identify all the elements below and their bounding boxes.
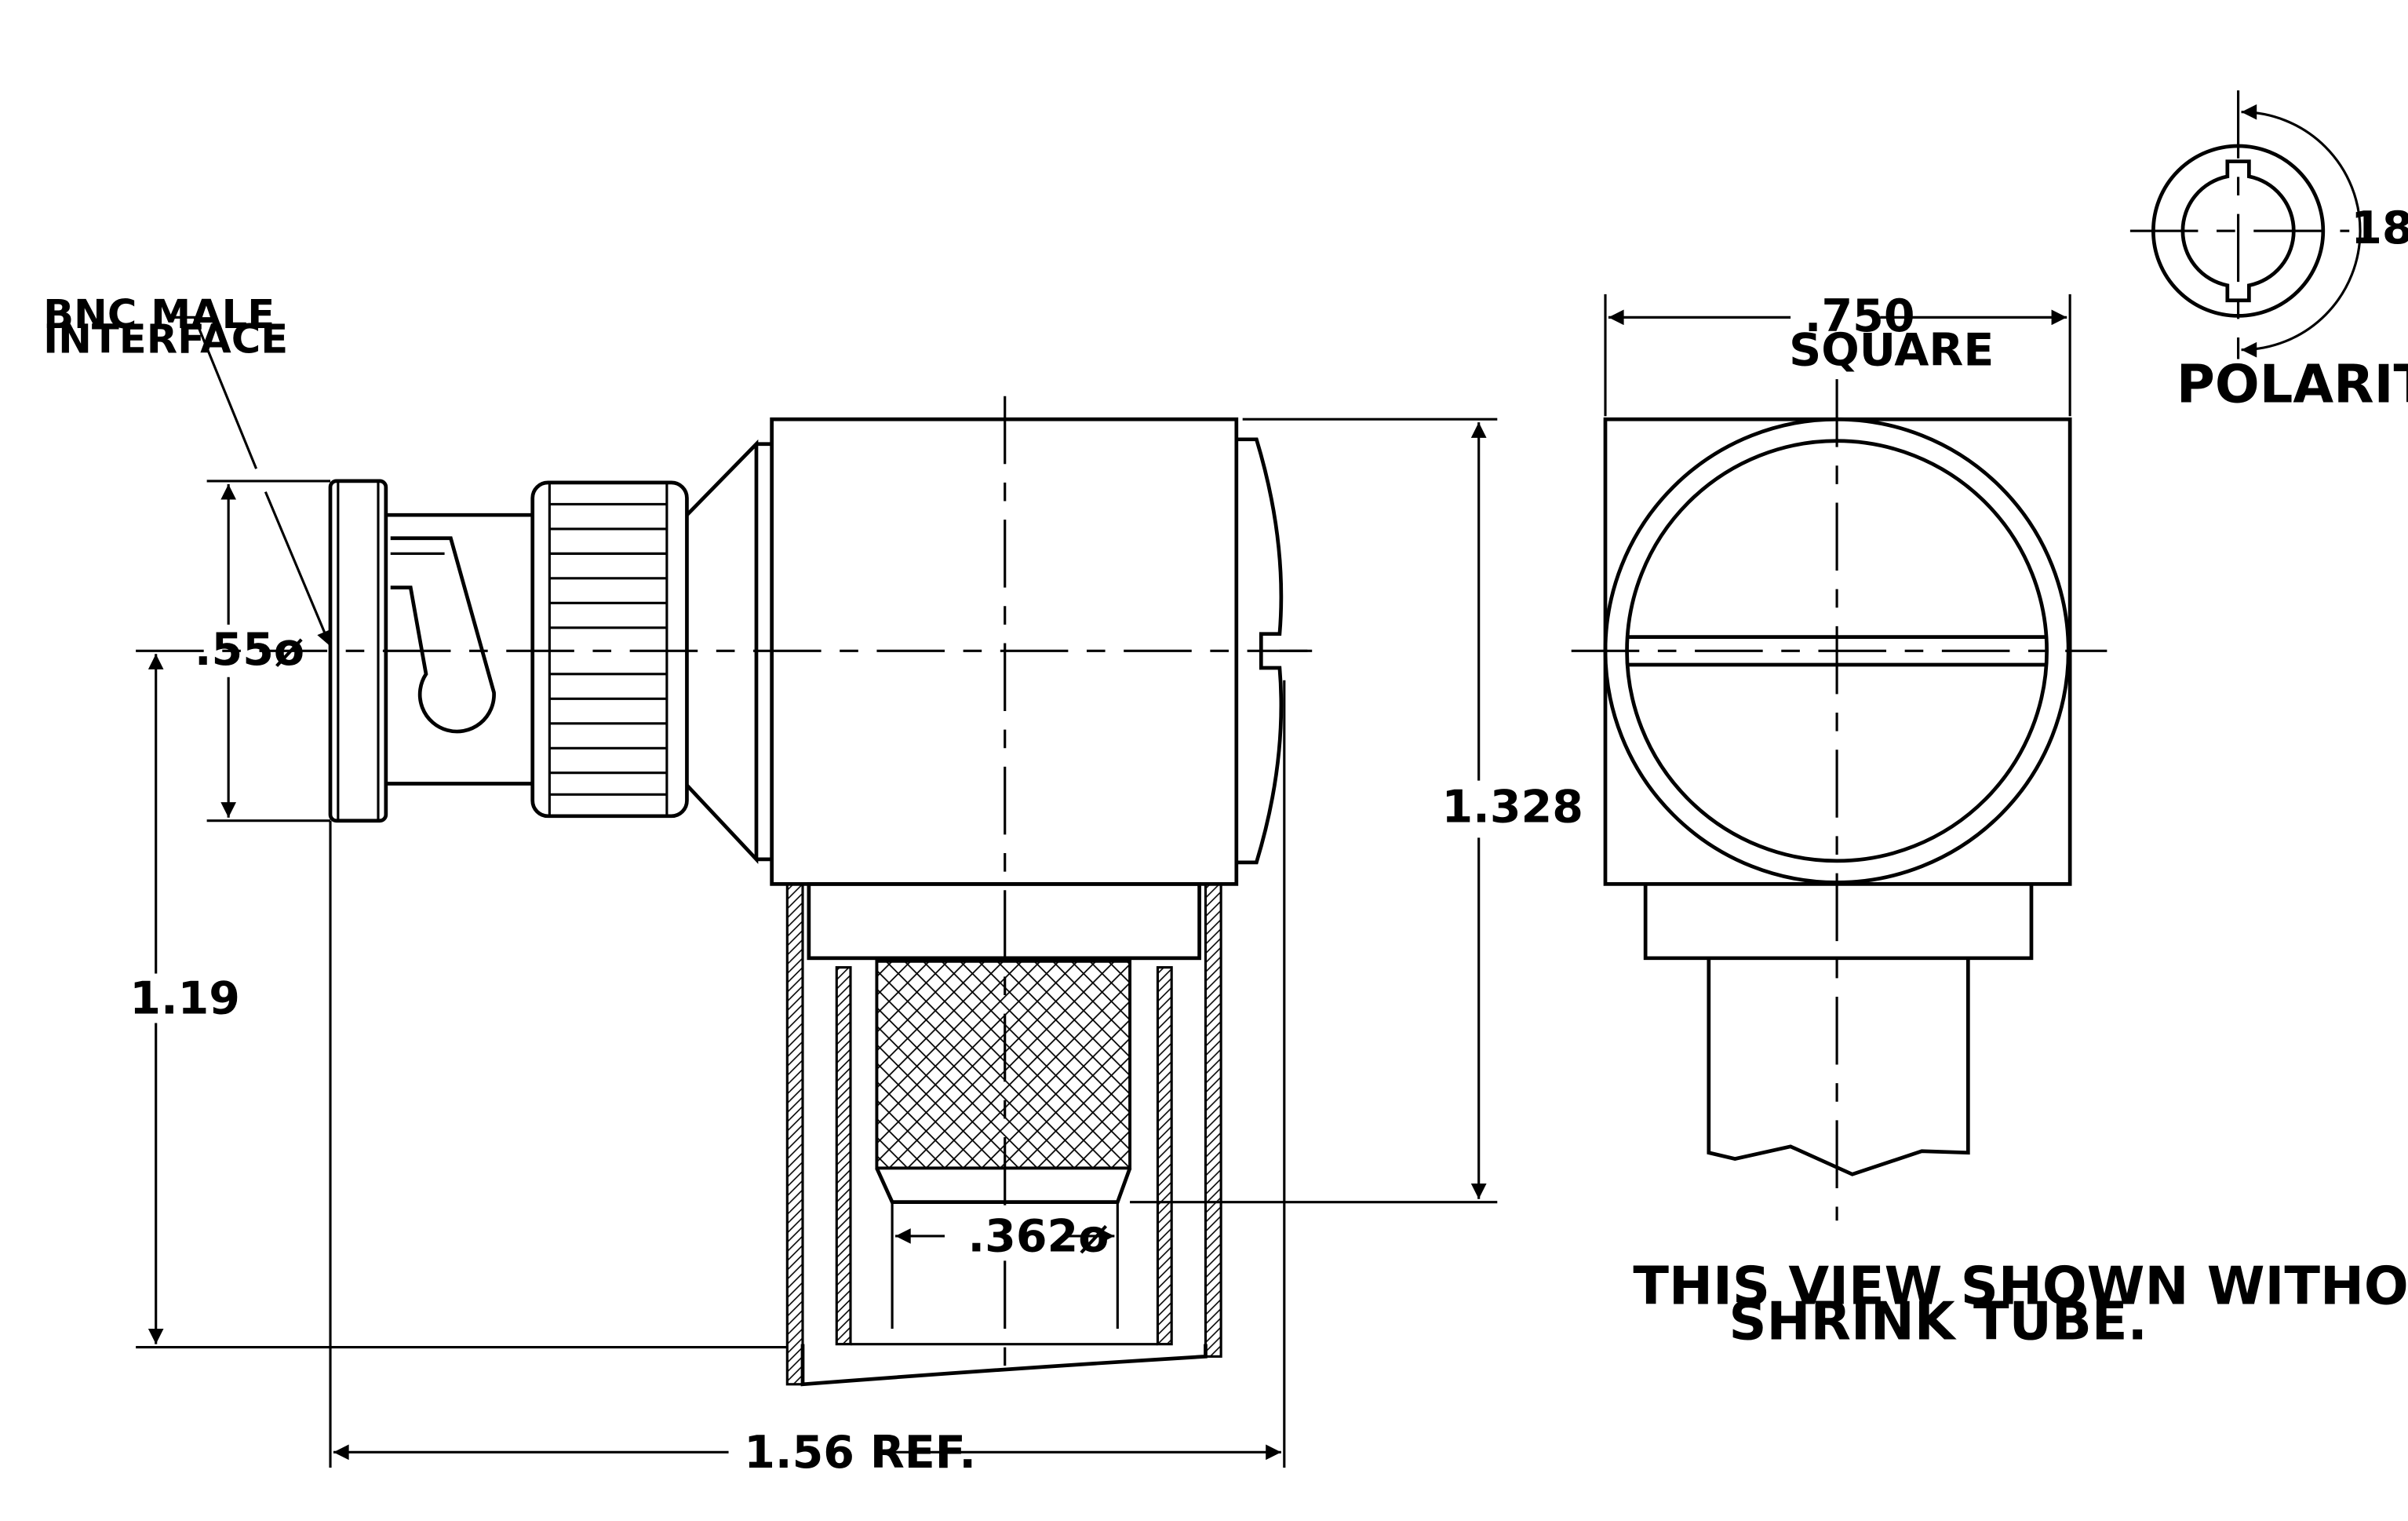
polarity-keyed-circle [2180,159,2296,303]
polarity-rotation-arc [2241,104,2362,358]
side-view-dimensions: BNC MALE INTERFACE .55ø 1.19 1.328 .362ø… [43,292,1583,1479]
bayonet-slot [390,536,496,734]
front-view-dimensions: .750 SQUARE THIS VIEW SHOWN WITHOUT SHRI… [1604,290,2408,1352]
square-label: SQUARE [1789,324,1994,376]
shrink-tube-left-wall [785,882,804,1386]
note-line1: THIS VIEW SHOWN WITHOUT [1633,1255,2408,1316]
polarity-detail: 180° POLARITY [2129,90,2408,415]
ferrule-right-wall [1156,966,1173,1346]
interface-leader [169,316,258,469]
front-neck [1643,884,2034,961]
shrink-tube-right-wall [1204,882,1222,1358]
dim-1328-label: 1.328 [1441,782,1583,833]
cable-braid [875,959,1132,1170]
front-cable [1707,957,1970,1176]
dim-119-label: 1.19 [129,973,240,1025]
note-line2: SHRINK TUBE. [1729,1291,2148,1352]
dim-0750-label: .750 [1805,290,1915,342]
dim-055-label: .55ø [195,624,304,676]
interface-label-line1: BNC MALE [43,292,275,338]
dim-156-label: 1.56 REF. [744,1427,976,1479]
side-view [136,396,1313,1387]
braid-taper [875,1167,1132,1205]
interface-label-line2: INTERFACE [43,317,288,363]
polarity-label: POLARITY [2177,354,2408,415]
dim-0362-label: .362ø [968,1211,1109,1263]
knurl-lines [549,502,667,796]
ferrule-left-wall [835,966,852,1346]
polarity-angle-label: 180° [2351,202,2408,254]
front-view [1571,379,2107,1221]
coupling-nut [530,480,689,819]
cable-cut-end [800,1344,1208,1387]
